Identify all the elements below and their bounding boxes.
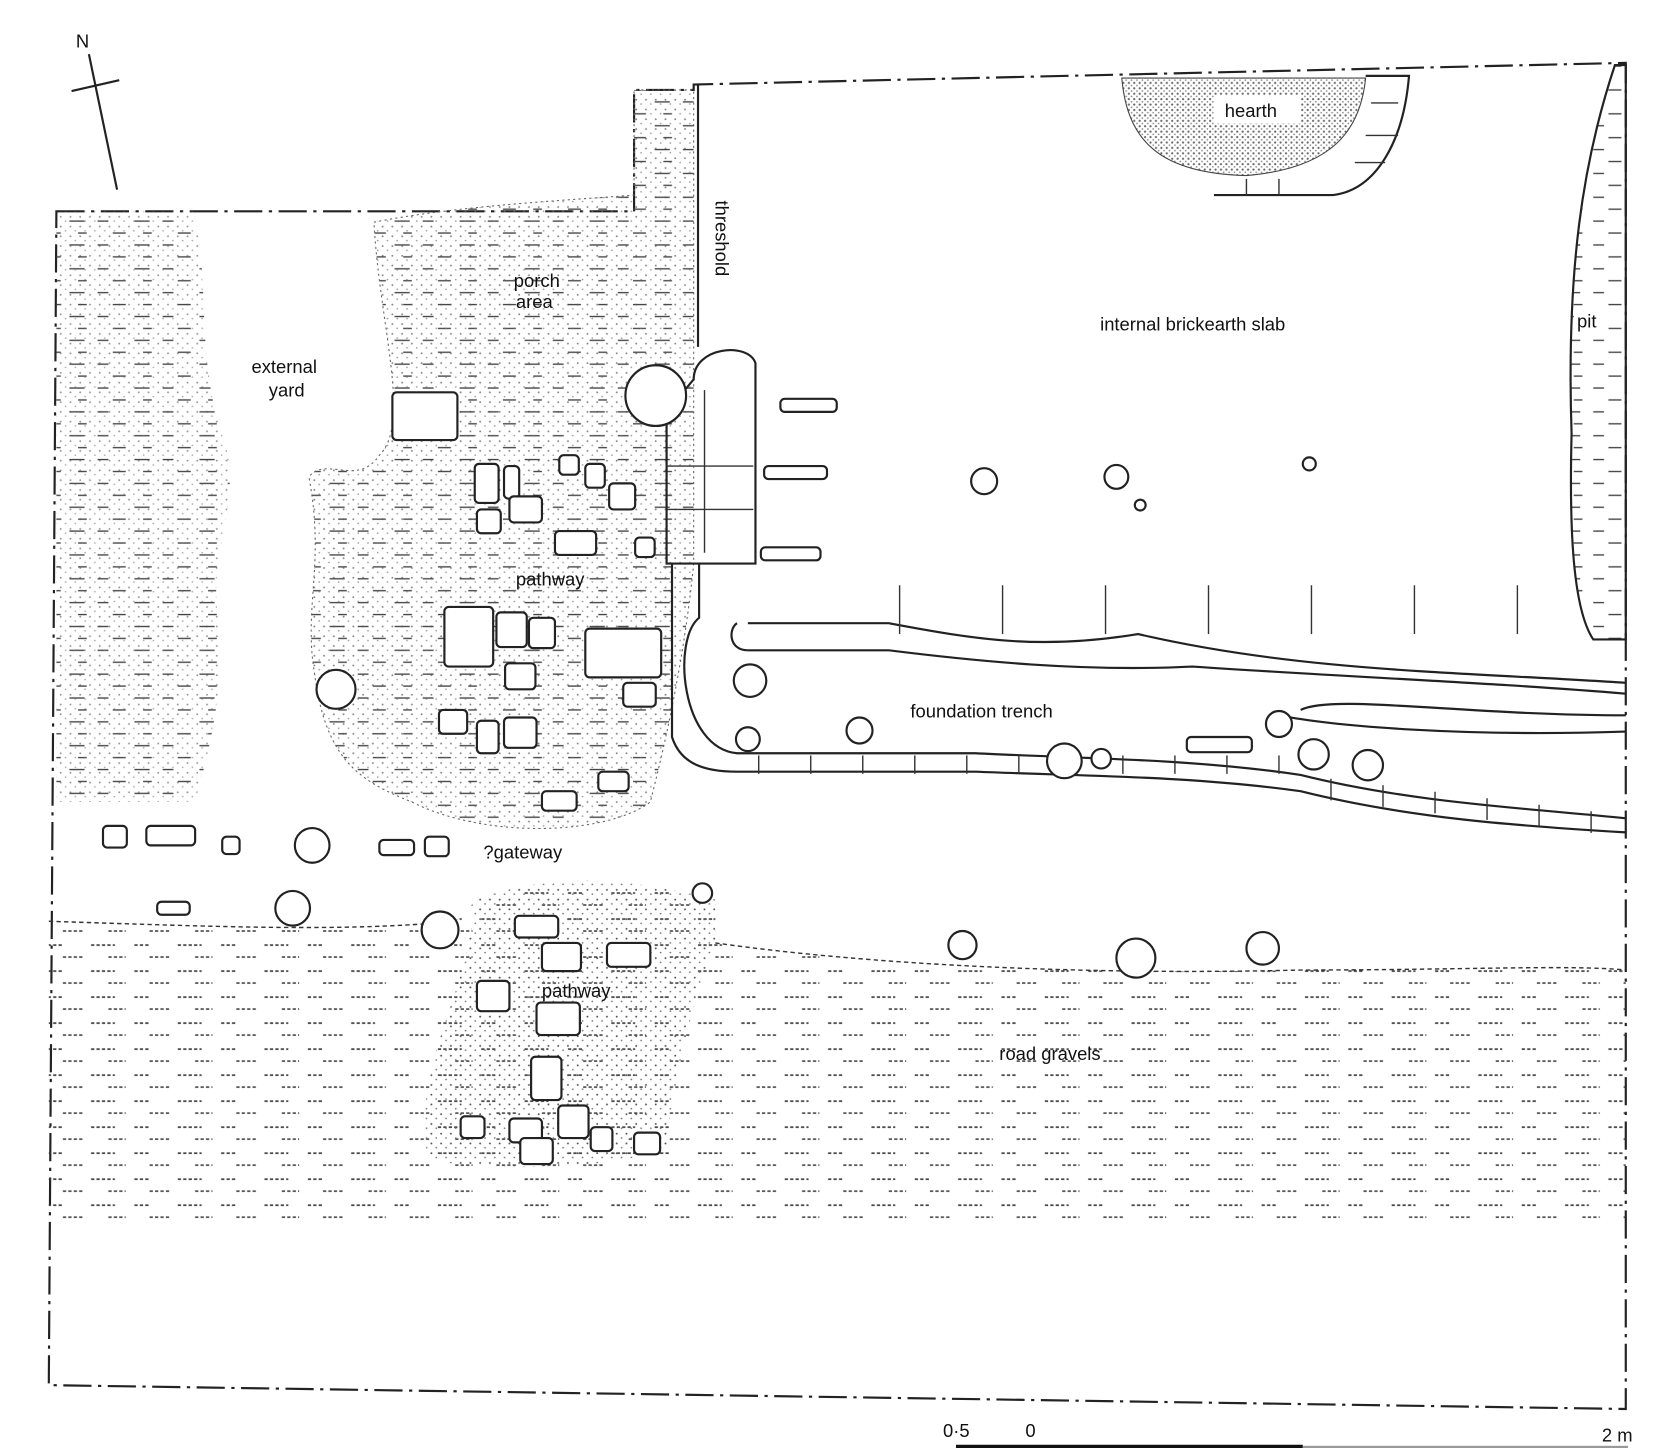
stone [589, 1126, 614, 1153]
pit [1569, 63, 1627, 641]
post-hole [845, 716, 874, 745]
stone [634, 536, 656, 559]
north-arrow-icon: N [71, 31, 120, 190]
post-hole [1045, 742, 1083, 780]
stone [530, 1055, 563, 1102]
stone [632, 1131, 662, 1156]
stone [502, 716, 538, 749]
stone [437, 708, 469, 735]
foundation-trench-label: foundation trench [910, 700, 1052, 721]
stone [558, 454, 580, 476]
road-gravels-surface [48, 880, 1626, 1225]
post-hole [734, 726, 761, 753]
stone [763, 464, 829, 481]
stone [622, 681, 657, 708]
post-hole [293, 826, 331, 864]
stone [605, 941, 652, 968]
external-yard-label-1: external [251, 356, 316, 377]
post-hole [274, 889, 312, 927]
stone [535, 1001, 581, 1037]
gateway-label: ?gateway [483, 841, 563, 862]
external-yard-label-2: yard [269, 380, 305, 401]
stone [502, 464, 521, 500]
post-hole [1133, 498, 1147, 512]
stone [423, 835, 450, 858]
stone [584, 627, 663, 679]
post-hole [1090, 747, 1113, 770]
post-hole [1115, 937, 1157, 979]
stone [475, 508, 502, 535]
porch-area-label-2: area [516, 291, 554, 312]
stone [557, 1104, 590, 1140]
stone [378, 838, 416, 857]
post-hole [947, 929, 978, 961]
stone [597, 770, 630, 793]
stone [540, 790, 578, 812]
scale-bar: 0·5 0 2 m [943, 1420, 1633, 1448]
stone [221, 835, 241, 856]
post-hole [732, 663, 768, 698]
stone [553, 529, 598, 557]
threshold: threshold [665, 201, 757, 565]
scale-label-zero: 0 [1025, 1420, 1035, 1441]
stone [513, 914, 560, 939]
stone [508, 495, 544, 524]
stone [145, 824, 197, 847]
post-hole [315, 668, 357, 710]
stone [540, 941, 583, 973]
foundation-trench: foundation trench [670, 563, 1626, 834]
stone [101, 824, 128, 849]
stone [495, 611, 528, 649]
stone [527, 616, 557, 650]
post-hole [691, 882, 714, 904]
stone [759, 546, 822, 562]
post-hole [624, 364, 688, 428]
scale-label-2m: 2 m [1602, 1424, 1633, 1445]
post-hole [1264, 709, 1294, 739]
stone [473, 462, 500, 504]
scale-label-half: 0·5 [943, 1420, 970, 1441]
stone [504, 662, 537, 691]
pathway-south-label: pathway [542, 980, 611, 1001]
excavation-boundary [47, 61, 1627, 1411]
porch-area-label-1: porch [514, 270, 560, 291]
post-hole [970, 467, 999, 496]
stone [459, 1115, 486, 1140]
stone [608, 482, 637, 511]
road-gravels-label: road gravels [999, 1043, 1100, 1064]
stone [443, 605, 495, 668]
stone [475, 719, 500, 755]
threshold-label: threshold [711, 201, 732, 277]
stone [156, 900, 191, 916]
stones-group [101, 364, 1385, 1166]
pit-label: pit [1577, 310, 1596, 331]
stone [779, 397, 838, 413]
post-hole [420, 910, 460, 950]
stone [1185, 735, 1253, 754]
north-label: N [76, 31, 89, 52]
hearth-label: hearth [1225, 100, 1277, 121]
stone [391, 391, 459, 442]
stone [584, 462, 606, 489]
internal-slab-label: internal brickearth slab [1100, 314, 1285, 335]
post-hole [1103, 463, 1130, 490]
stone [475, 979, 511, 1013]
stone [519, 1136, 554, 1166]
post-hole [1351, 748, 1385, 782]
post-hole [1301, 456, 1317, 472]
post-hole [1245, 931, 1281, 966]
pathway-north-label: pathway [516, 568, 585, 589]
post-hole [1297, 738, 1330, 771]
hearth: hearth [1121, 74, 1411, 197]
